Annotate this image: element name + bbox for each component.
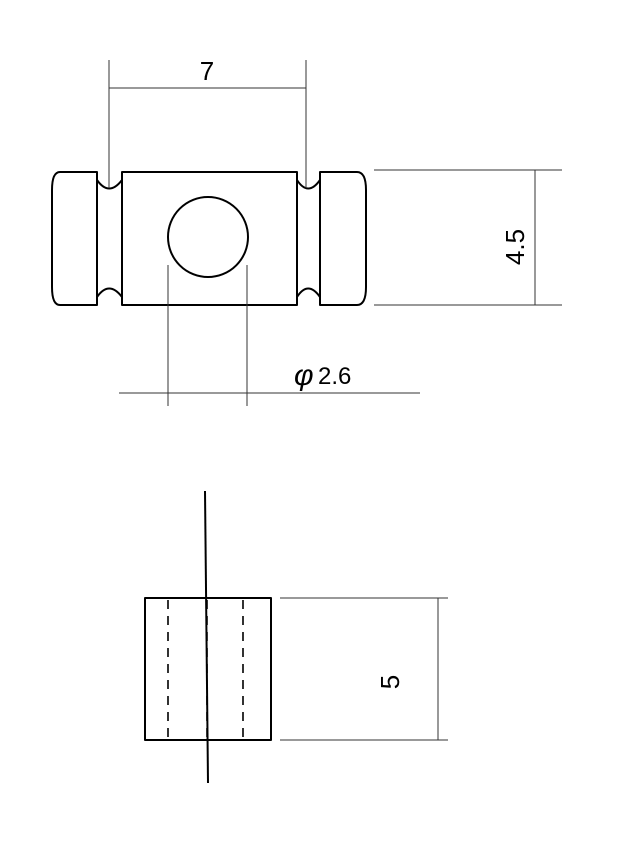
side-view	[144, 490, 272, 784]
height-label: 4.5	[500, 229, 530, 265]
left-neck	[96, 172, 123, 305]
height-dimension: 4.5	[374, 169, 562, 306]
bore-hole	[167, 196, 249, 278]
diameter-dimension: φ 2.6	[119, 265, 420, 406]
side-height-label: 5	[375, 675, 405, 689]
width-dimension: 7	[108, 56, 307, 188]
diameter-label: 2.6	[318, 363, 351, 390]
top-view	[51, 171, 367, 306]
right-end-cap	[319, 171, 367, 306]
center-body	[121, 171, 298, 306]
right-neck	[296, 172, 321, 305]
left-end-cap	[51, 171, 98, 306]
side-body	[144, 597, 272, 741]
width-label: 7	[200, 56, 214, 86]
side-height-dimension: 5	[280, 597, 448, 741]
diameter-symbol: φ	[294, 359, 314, 392]
